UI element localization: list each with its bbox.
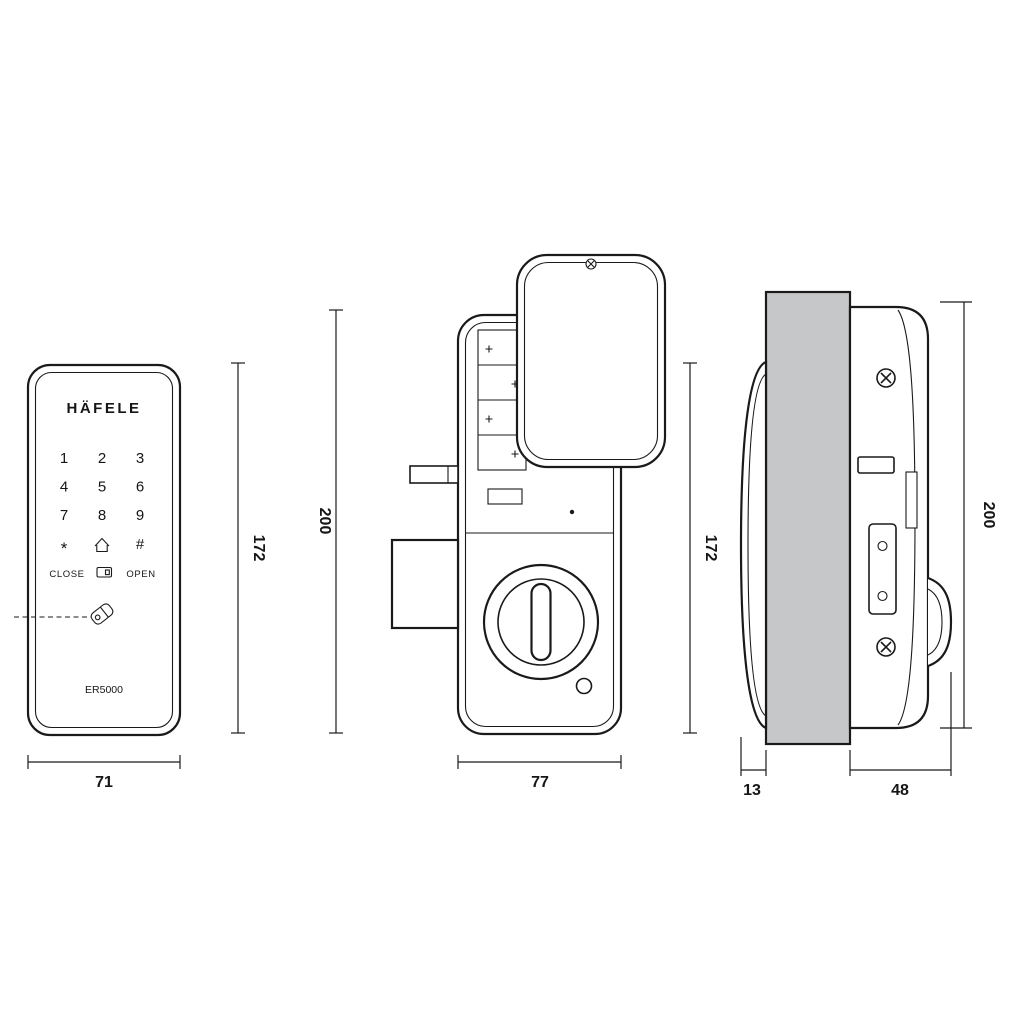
strike-latch	[409, 465, 459, 484]
side-view	[739, 290, 953, 746]
thumbturn-knob	[530, 582, 552, 662]
key-6: 6	[136, 479, 144, 496]
key-fob-icon	[90, 603, 114, 625]
door-section	[764, 290, 852, 746]
dim-rear-depth: 48	[849, 672, 952, 799]
key-7: 7	[60, 507, 68, 524]
battery-plus-1	[485, 345, 493, 353]
rear-view	[390, 253, 667, 736]
battery-plus-4	[511, 450, 519, 458]
key-4: 4	[60, 479, 68, 496]
function-button	[575, 677, 593, 695]
open-label: OPEN	[126, 569, 155, 580]
dim-front-height: 172	[231, 362, 267, 734]
screw-icon-top	[876, 368, 896, 388]
rear-unit-profile	[848, 305, 953, 730]
battery-cover-open	[515, 253, 667, 469]
dim-label-front-depth: 13	[743, 782, 761, 799]
battery-slot-side	[857, 456, 895, 474]
key-star: *	[61, 539, 68, 558]
dim-front-depth: 13	[740, 737, 767, 799]
key-1: 1	[60, 450, 68, 467]
dim-label-rear-depth: 48	[891, 782, 909, 799]
dim-label-rear-total-height: 200	[316, 508, 333, 535]
dim-label-front-width: 71	[95, 774, 113, 791]
cover-screw-icon	[585, 258, 597, 270]
dim-rear-total-height: 200	[316, 309, 343, 734]
dim-front-width: 71	[27, 755, 181, 791]
dim-label-rear-height: 172	[702, 535, 719, 562]
key-8: 8	[98, 507, 106, 524]
front-view: HÄFELE 1 2 3 4 5 6 7 8 9 * # CLOSE OPEN	[14, 363, 182, 737]
key-3: 3	[136, 450, 144, 467]
key-9: 9	[136, 507, 144, 524]
model-label: ER5000	[85, 684, 123, 696]
dim-label-side-height: 200	[980, 502, 997, 529]
keypad: 1 2 3 4 5 6 7 8 9 * # CLOSE OPEN	[49, 450, 155, 580]
key-2: 2	[98, 450, 106, 467]
dim-label-rear-width: 77	[531, 774, 549, 791]
connector-slot	[487, 488, 523, 505]
front-panel-inner-outline	[34, 371, 174, 729]
thumbturn	[482, 563, 600, 681]
bolt-side	[905, 471, 918, 529]
dim-rear-width: 77	[457, 755, 622, 791]
dim-side-height: 200	[940, 301, 997, 729]
front-unit-profile	[739, 360, 768, 730]
brand-logo: HÄFELE	[67, 400, 142, 417]
home-icon	[94, 537, 110, 553]
mounting-plate	[868, 523, 897, 615]
dim-rear-height: 172	[683, 362, 719, 734]
dim-label-front-height: 172	[250, 535, 267, 562]
card-icon	[96, 566, 113, 578]
key-5: 5	[98, 479, 106, 496]
key-hash: #	[136, 536, 145, 553]
front-panel-outline	[26, 363, 182, 737]
close-label: CLOSE	[49, 569, 84, 580]
indicator-dot	[569, 509, 575, 515]
battery-plus-3	[485, 415, 493, 423]
deadbolt-housing	[390, 538, 460, 630]
screw-icon-bottom	[876, 637, 896, 657]
thumbturn-side-profile	[927, 576, 953, 668]
